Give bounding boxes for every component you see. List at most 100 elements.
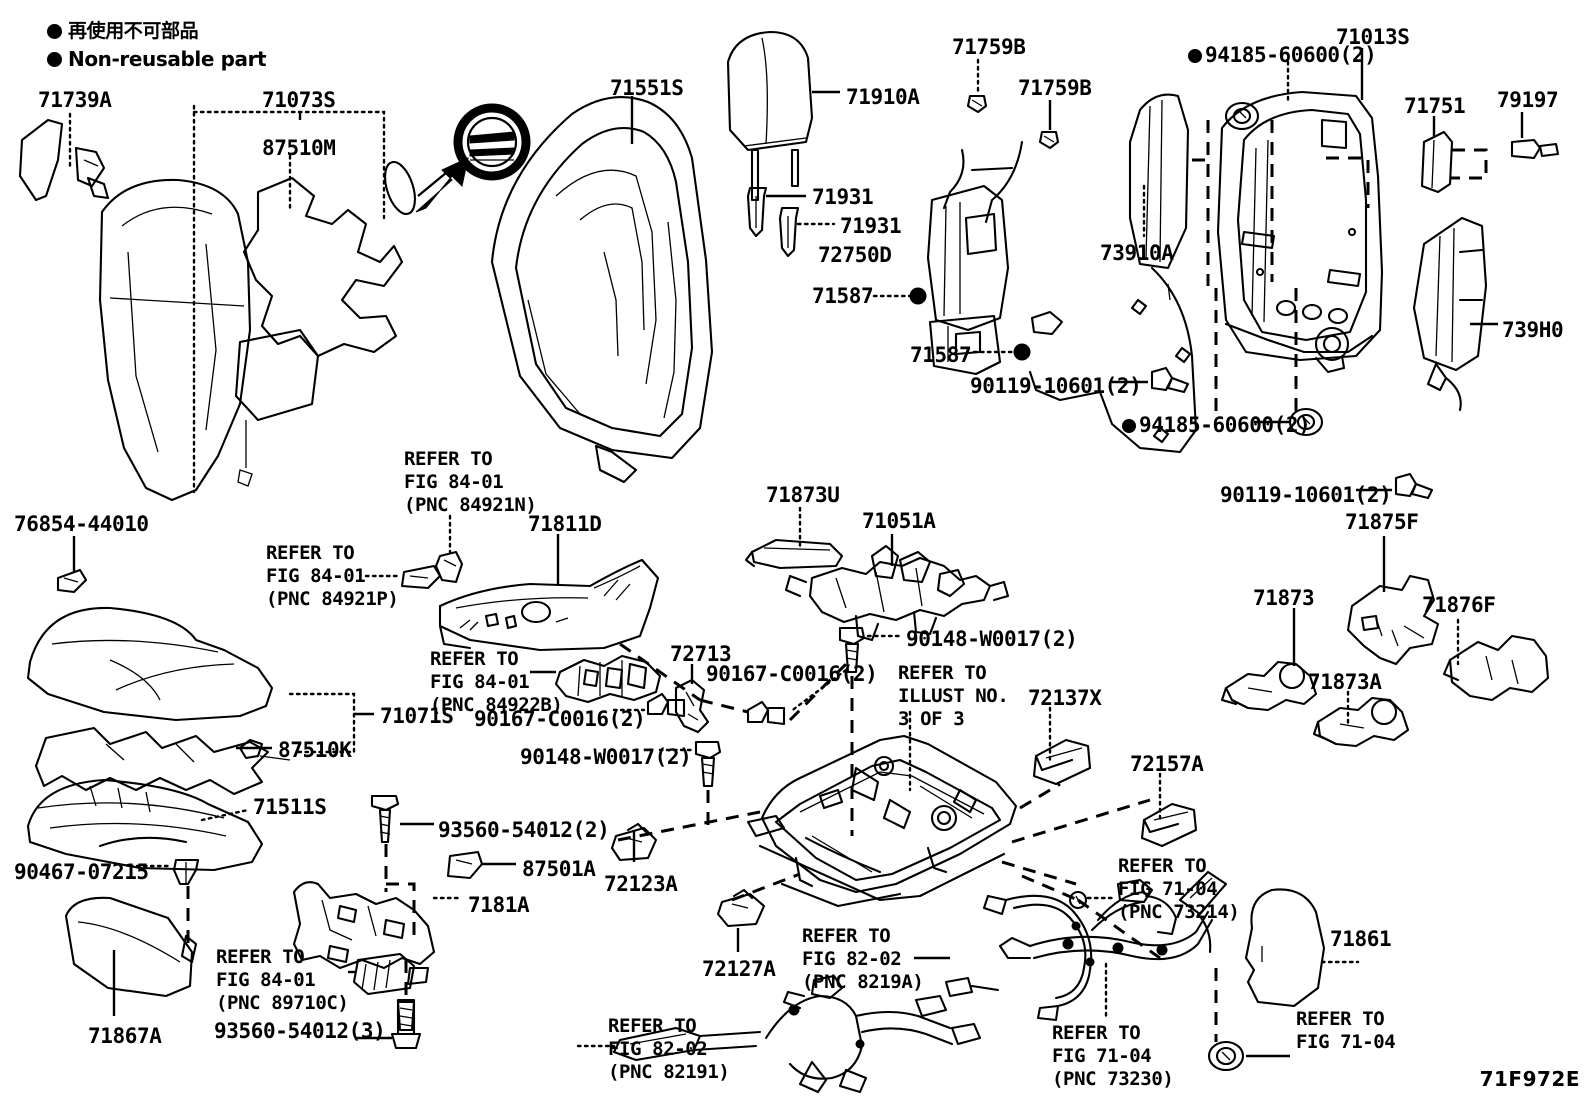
illus-72157a: [1140, 802, 1198, 848]
non-reusable-bullet: [1188, 49, 1202, 63]
leader-90167-b: [788, 668, 848, 714]
ref-fig-71-04-73214-line-0: REFER TO: [1118, 855, 1207, 877]
illus-71875f: [1346, 574, 1440, 666]
illus-72713: [674, 678, 710, 734]
part-label-71013s: 71013S: [1336, 25, 1410, 49]
illus-90467-07215: [172, 858, 200, 886]
ref-fig-84-01-84921p-line-1: FIG 84-01: [266, 565, 366, 588]
illus-84921p: [400, 564, 442, 590]
ref-illust-3-of-3-line-0: REFER TO: [898, 662, 987, 684]
legend-bullet-japanese: [47, 24, 62, 39]
part-label-72750d: 72750D: [818, 243, 892, 267]
part-label-71759b-a: 71759B: [952, 35, 1026, 59]
bracket-71071s: [288, 692, 356, 754]
part-label-71587-a: 71587: [812, 284, 874, 308]
illus-71073s-pad: [98, 178, 252, 502]
guide-track-3: [1019, 782, 1061, 810]
illus-94185-60600-a: [1224, 101, 1260, 131]
part-label-71587-b: 71587: [910, 343, 972, 367]
figure-code: 71F972E: [1479, 1067, 1580, 1091]
part-label-71073s: 71073S: [262, 88, 336, 112]
part-label-94185-60600-a: 94185-60600(2): [1188, 43, 1377, 69]
ref-fig-82-02-82191-line-0: REFER TO: [608, 1015, 697, 1037]
ref-fig-71-04-73230-line-0: REFER TO: [1052, 1022, 1141, 1044]
illus-90167-c0016-b: [746, 700, 786, 726]
illus-73910a: [1028, 93, 1198, 454]
non-reusable-bullet: [1122, 419, 1136, 433]
illus-89710c: [352, 952, 430, 996]
illus-90119-10601-a: [1150, 366, 1190, 394]
illus-72137x: [1032, 738, 1092, 786]
ref-fig-82-02-8219a-line-2: (PNC 8219A): [802, 971, 924, 994]
illus-739h0: [1412, 216, 1488, 412]
illus-71861: [1244, 888, 1326, 1008]
ref-fig-82-02-82191-line-1: FIG 82-02: [608, 1038, 708, 1061]
legend-bullet-english: [47, 52, 62, 67]
part-label-87510m: 87510M: [262, 136, 336, 160]
illus-71811d: [438, 558, 660, 652]
part-label-72137x: 72137X: [1028, 686, 1102, 710]
illus-84921n: [434, 550, 464, 584]
illus-71910a: [726, 30, 814, 202]
part-label-90148-w0017-a: 90148-W0017(2): [906, 627, 1078, 651]
illus-90148-w0017-a: [838, 626, 866, 674]
illus-93560-54012-2: [370, 794, 400, 844]
illus-71867a: [64, 896, 198, 998]
illus-71759b-a: [966, 94, 988, 114]
ref-fig-84-01-89710c-line-0: REFER TO: [216, 946, 305, 968]
illus-71876f: [1442, 634, 1550, 702]
part-label-71551s: 71551S: [610, 76, 684, 100]
part-label-71759b-b: 71759B: [1018, 76, 1092, 100]
illus-90167-c0016-a: [646, 692, 686, 718]
ref-fig-84-01-84922b-line-0: REFER TO: [430, 648, 519, 670]
ref-fig-71-04-73214-line-2: (PNC 73214): [1118, 901, 1240, 924]
part-label-94185-60600-b: 94185-60600(2): [1122, 413, 1311, 439]
guide-track-5: [699, 698, 749, 714]
ref-fig-84-01-84922b-line-1: FIG 84-01: [430, 671, 530, 694]
ref-illust-3-of-3-line-1: ILLUST NO.: [898, 685, 1009, 708]
part-label-90467-07215: 90467-07215: [14, 860, 149, 884]
part-label-94185-60600-b-text: 94185-60600(2): [1139, 413, 1311, 437]
ref-illust-3-of-3-line-2: 3 OF 3: [898, 708, 965, 731]
illus-72750d: [926, 140, 1024, 376]
illus-79197: [1510, 138, 1560, 160]
part-label-76854-44010: 76854-44010: [14, 512, 149, 536]
part-label-71511s: 71511S: [253, 795, 327, 819]
part-label-71071s: 71071S: [380, 704, 454, 728]
part-label-71867a: 71867A: [88, 1024, 162, 1048]
guide-73214: [1021, 874, 1079, 902]
illus-71739a: [18, 118, 110, 202]
illus-73230-belt: [998, 870, 1228, 961]
illus-76854-44010: [56, 568, 88, 594]
part-label-739h0: 739H0: [1502, 318, 1564, 342]
illus-7181a: [292, 881, 436, 970]
guide-track-4: [1011, 798, 1151, 844]
illus-87501a: [446, 850, 484, 880]
illus-grommet-detail-circle: [453, 103, 531, 181]
illus-87510k-hog-rings: [34, 726, 291, 796]
part-label-71873: 71873: [1253, 586, 1315, 610]
part-label-87501a: 87501A: [522, 857, 596, 881]
part-label-71873u: 71873U: [766, 483, 840, 507]
illus-71873u: [744, 538, 844, 570]
illus-71071s-cushion: [26, 606, 274, 722]
illus-grommet-oval: [384, 160, 416, 216]
ref-fig-71-04-line-0: REFER TO: [1296, 1008, 1385, 1030]
ref-fig-82-02-8219a-line-0: REFER TO: [802, 925, 891, 947]
illus-71511s: [26, 778, 264, 872]
guide-71751: [1450, 148, 1488, 180]
illus-90119-10601-b: [1394, 472, 1434, 500]
illus-72127a: [716, 888, 766, 928]
part-label-71861: 71861: [1330, 927, 1392, 951]
part-label-72157a: 72157A: [1130, 752, 1204, 776]
part-label-71739a: 71739A: [38, 88, 112, 112]
illus-71873a: [1312, 696, 1410, 748]
illus-87510m-hog-rings: [234, 176, 404, 487]
part-label-72127a: 72127A: [702, 957, 776, 981]
illus-71013s: [1216, 90, 1384, 374]
